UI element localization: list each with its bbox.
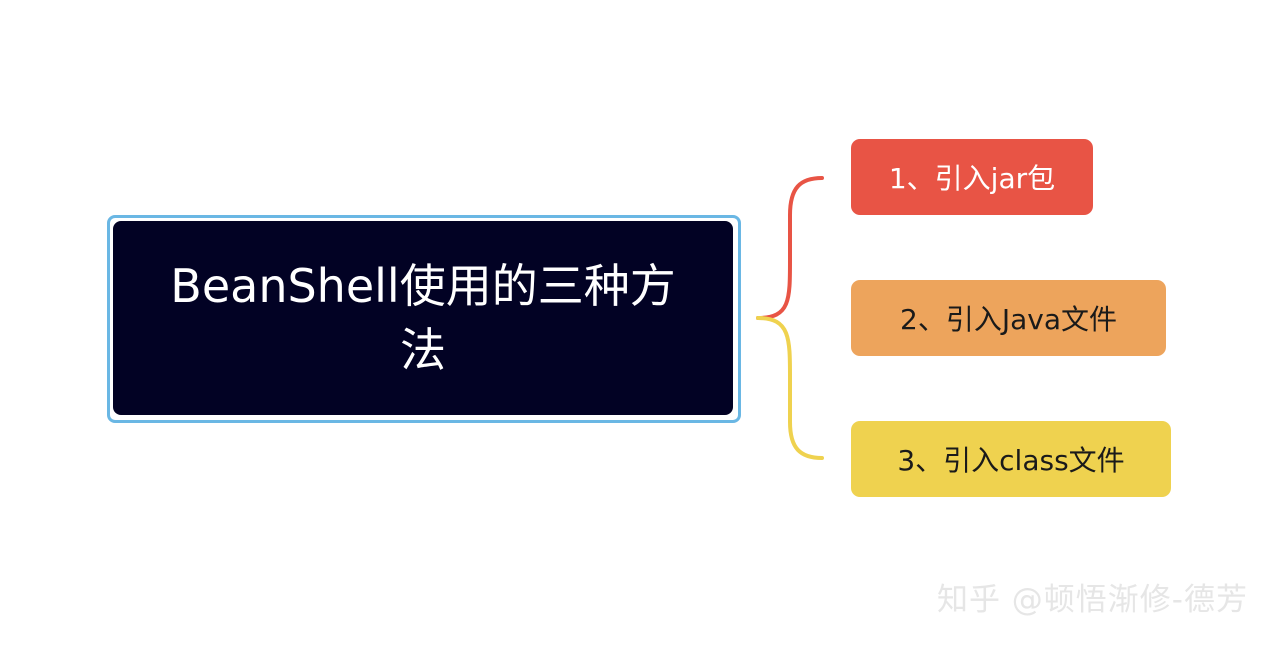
root-node-selection-outline [107, 215, 741, 423]
root-node[interactable]: BeanShell使用的三种方法 [113, 221, 733, 415]
branch-node-java-file[interactable]: 2、引入Java文件 [851, 280, 1166, 356]
root-node-title: BeanShell使用的三种方法 [170, 259, 676, 377]
branch-node-jar[interactable]: 1、引入jar包 [851, 139, 1093, 215]
branch-node-class-file[interactable]: 3、引入class文件 [851, 421, 1171, 497]
watermark: 知乎 @顿悟渐修-德芳 [936, 582, 1248, 618]
branch-node-label: 2、引入Java文件 [900, 303, 1117, 336]
branch-node-label: 3、引入class文件 [897, 444, 1125, 477]
connector-branch-1 [756, 176, 824, 320]
connector-branch-3 [756, 316, 824, 460]
branch-node-label: 1、引入jar包 [888, 162, 1056, 195]
